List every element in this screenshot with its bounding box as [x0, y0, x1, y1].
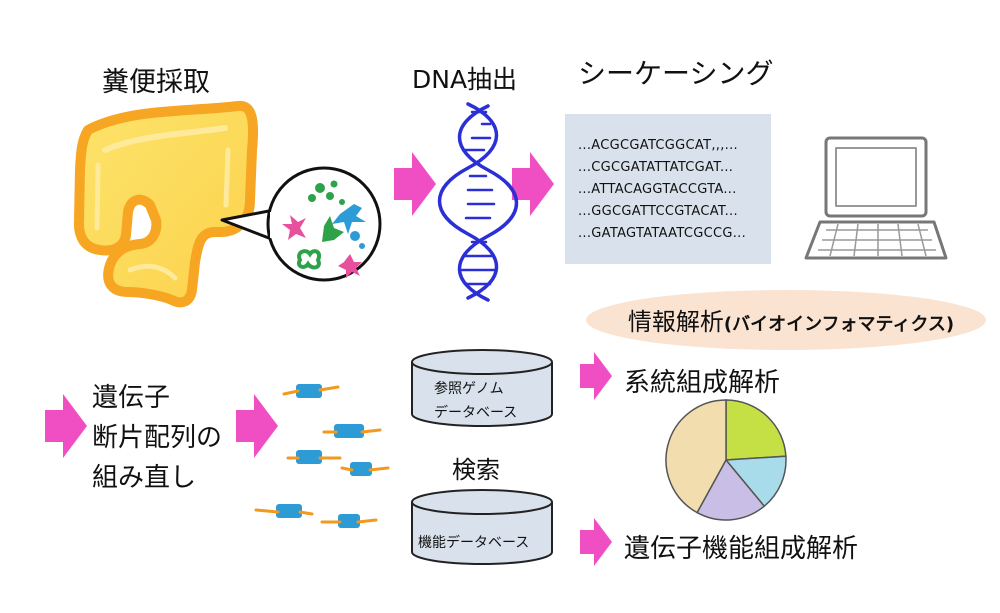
function-db-cylinder — [411, 489, 553, 565]
flow-arrows — [45, 152, 612, 566]
sequence-read: ...ATTACAGGTACCGTA... — [578, 182, 737, 197]
pie-slice — [665, 399, 727, 514]
function-db-label: 機能データベース — [418, 535, 530, 551]
gene-fragments — [254, 384, 390, 528]
fecal-sampling-label: 糞便採取 — [102, 67, 210, 98]
reassembly-line: 組み直し — [92, 463, 197, 493]
sequence-read: ...ACGCGATCGGCAT,,,... — [578, 138, 738, 153]
arrow-to-phylogenetic — [580, 352, 612, 400]
informatics-ellipse: 情報解析(バイオインフォマティクス) — [586, 290, 986, 350]
fragment — [282, 384, 340, 398]
informatics-label: 情報解析 — [627, 308, 724, 336]
reassembly-line: 遺伝子 — [92, 383, 171, 413]
reassembly-label: 遺伝子 断片配列の 組み直し — [92, 378, 222, 498]
sequence-reads-box: ...ACGCGATCGGCAT,,,... ...CGCGATATTATCGA… — [565, 114, 771, 264]
dna-helix — [437, 102, 519, 302]
search-label: 検索 — [452, 456, 500, 484]
microbe-bubble — [220, 166, 382, 282]
pie-slice — [725, 399, 787, 461]
reference-db-label-line2: データベース — [434, 405, 518, 421]
intestine-illustration — [73, 100, 259, 308]
fragment — [320, 514, 378, 528]
gene-function-analysis-label: 遺伝子機能組成解析 — [624, 534, 859, 564]
fragment — [340, 462, 390, 476]
arrow-to-gene-function — [580, 518, 612, 566]
reassembly-line: 断片配列の — [92, 423, 223, 453]
reference-db-label-line1: 参照ゲノム — [434, 381, 504, 397]
fragment — [322, 424, 382, 438]
fragment — [254, 504, 314, 518]
arrow-to-sequencing — [512, 152, 554, 216]
sequence-read: ...CGCGATATTATCGAT... — [578, 160, 734, 175]
sequencing-label: シーケーシング — [578, 57, 774, 90]
computer-icon — [804, 136, 948, 260]
arrow-to-dna — [394, 152, 436, 216]
sequence-read: ...GATAGTATAATCGCCG... — [578, 226, 747, 241]
pie-slice — [724, 455, 787, 508]
reference-db-cylinder — [411, 349, 553, 427]
arrow-left-label — [45, 394, 87, 458]
sequence-read: ...GGCGATTCCGTACAT... — [578, 204, 738, 219]
composition-pie-chart — [665, 399, 787, 521]
pie-slice — [696, 458, 766, 521]
microbes — [282, 180, 366, 278]
arrow-to-fragments — [236, 394, 278, 458]
informatics-sub-label: (バイオインフォマティクス) — [723, 314, 955, 335]
phylogenetic-analysis-label: 系統組成解析 — [624, 368, 781, 398]
fragment — [286, 450, 342, 464]
dna-extraction-label: DNA抽出 — [412, 65, 518, 94]
